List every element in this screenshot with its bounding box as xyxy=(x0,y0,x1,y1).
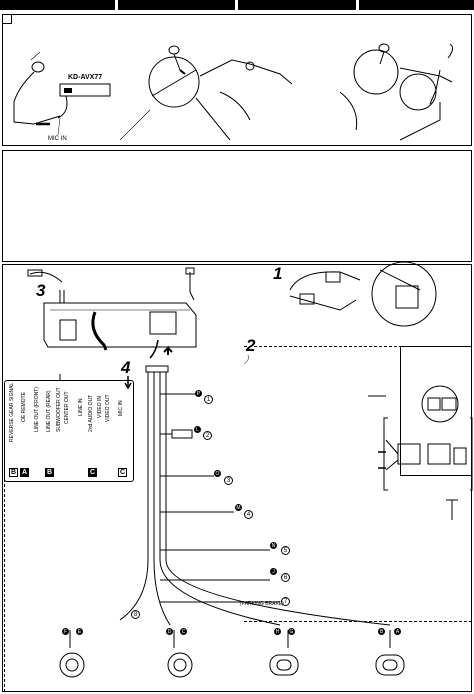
speaker-4-label-left: B xyxy=(378,628,385,635)
section-corner-box xyxy=(2,14,12,24)
connector-badge-a: A xyxy=(20,468,29,477)
output-oe-remote: OE REMOTE xyxy=(21,391,27,422)
output-subwoofer-out: SUBWOOFER OUT xyxy=(56,387,62,432)
speaker-2-label-left: D xyxy=(166,628,173,635)
wire-label-n: N xyxy=(270,542,277,549)
wire-label-j: J xyxy=(270,568,277,575)
wire-number-6: 6 xyxy=(281,573,290,582)
header-bar-4 xyxy=(359,0,474,10)
wire-number-5: 5 xyxy=(281,546,290,555)
output-mic-in: MIC IN xyxy=(118,400,124,416)
harness-dashed-box xyxy=(244,346,472,622)
wire-number-7: 7 xyxy=(281,597,290,606)
model-label: KD-AVX77 xyxy=(68,74,103,81)
output-center-out: CENTER OUT xyxy=(64,391,70,425)
output-line-in: LINE IN xyxy=(78,398,84,416)
step-number-1: 1 xyxy=(273,264,283,283)
wire-label-p: P xyxy=(195,390,202,397)
speaker-4-label-right: A xyxy=(394,628,401,635)
connector-badge-c2: C xyxy=(118,468,127,477)
mic-section-frame xyxy=(2,14,472,146)
connector-badge-b1: B xyxy=(9,468,18,477)
output-video-out: VIDEO OUT xyxy=(105,394,111,422)
relay-box-frame xyxy=(400,346,472,476)
output-reverse-gear: REVERSE GEAR SIGNAL xyxy=(9,382,15,442)
left-dashed-box xyxy=(4,474,472,692)
parking-brake-label: (PARKING BRAKE) xyxy=(240,601,284,607)
wire-number-8: 8 xyxy=(131,610,140,619)
speaker-1-label-left: F xyxy=(62,628,69,635)
wire-number-2: 2 xyxy=(203,431,212,440)
wire-number-4: 4 xyxy=(244,510,253,519)
wire-label-m: M xyxy=(235,504,242,511)
output-line-out-front: LINE OUT (FRONT) xyxy=(34,387,40,432)
outputs-panel xyxy=(4,380,134,482)
wire-number-3: 3 xyxy=(224,476,233,485)
speaker-3-label-left: H xyxy=(274,628,281,635)
text-section-frame xyxy=(2,150,472,262)
speaker-1-label-right: E xyxy=(76,628,83,635)
wire-number-1: 1 xyxy=(204,395,213,404)
output-line-out-rear: LINE OUT (REAR) xyxy=(46,390,52,432)
header-bar-1 xyxy=(0,0,115,10)
step-number-2: 2 xyxy=(246,336,256,355)
output-video-in: VIDEO IN xyxy=(97,396,103,418)
wire-label-l: L xyxy=(194,426,201,433)
mic-in-label: MIC IN xyxy=(48,136,67,142)
step-number-3: 3 xyxy=(36,281,46,300)
connector-badge-c1: C xyxy=(88,468,97,477)
speaker-2-label-right: C xyxy=(180,628,187,635)
step-number-4: 4 xyxy=(121,358,131,377)
speaker-3-label-right: G xyxy=(288,628,295,635)
header-bar-3 xyxy=(238,0,356,10)
wire-label-o: O xyxy=(214,470,221,477)
header-bar-2 xyxy=(118,0,235,10)
connector-badge-b2: B xyxy=(45,468,54,477)
output-2nd-audio-out: 2nd AUDIO OUT xyxy=(88,394,94,432)
